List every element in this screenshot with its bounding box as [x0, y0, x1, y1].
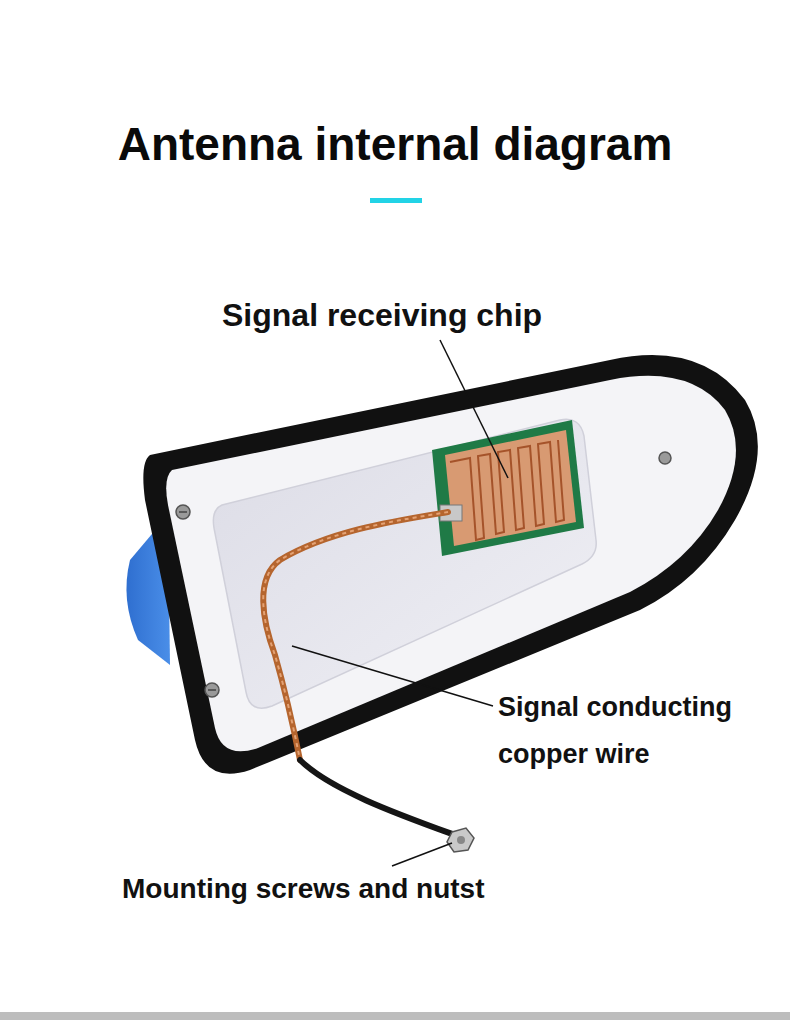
leader-lines [292, 340, 508, 866]
part-label: Signal receiving chip [222, 296, 622, 334]
copper-wire [263, 512, 455, 835]
diagram-title: Antenna internal diagram [0, 117, 790, 171]
title-underline [370, 198, 422, 203]
mounting-nut [447, 828, 474, 852]
receiving-chip [432, 420, 584, 556]
part-label: Signal conducting copper wire [498, 684, 773, 778]
bottom-bar [0, 1012, 790, 1020]
housing-cavity [213, 419, 596, 708]
part-label: Mounting screws and nutst [122, 872, 542, 906]
mounting-screws [176, 452, 671, 697]
